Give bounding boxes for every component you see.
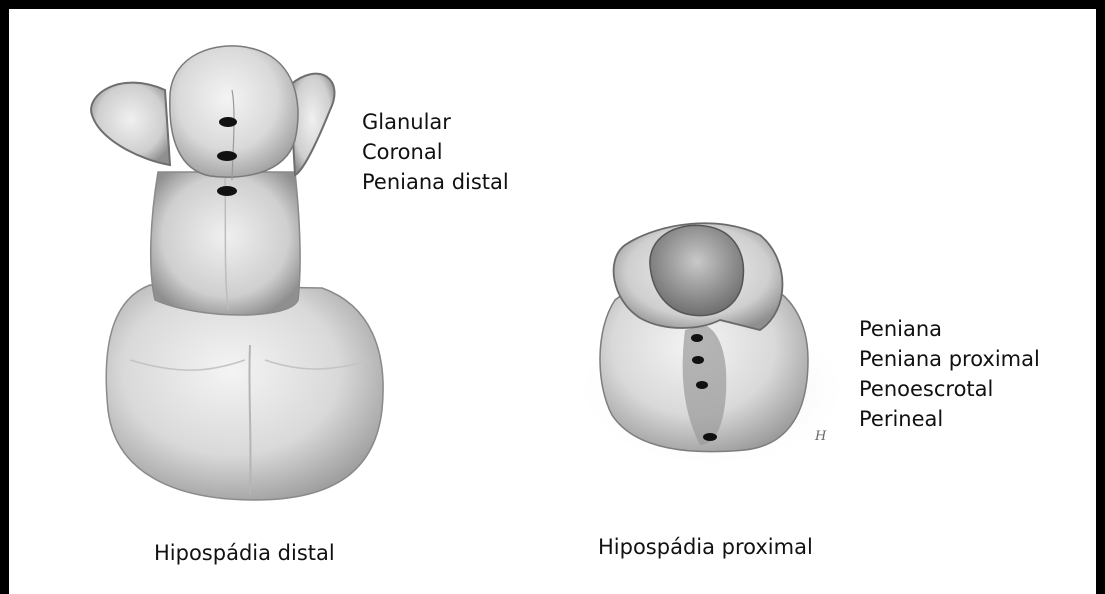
- label-peniana-distal: Peniana distal: [362, 167, 509, 197]
- marker-peniana-proximal: [692, 356, 704, 364]
- label-coronal: Coronal: [362, 137, 509, 167]
- distal-drawing: [91, 46, 383, 500]
- marker-glanular: [219, 117, 237, 127]
- caption-distal: Hipospádia distal: [154, 541, 335, 565]
- marker-penoescrotal: [696, 381, 708, 389]
- label-perineal: Perineal: [859, 404, 1040, 434]
- label-peniana: Peniana: [859, 314, 1040, 344]
- marker-perineal: [703, 433, 717, 441]
- label-peniana-proximal: Peniana proximal: [859, 344, 1040, 374]
- caption-proximal: Hipospádia proximal: [598, 535, 813, 559]
- proximal-labels: Peniana Peniana proximal Penoescrotal Pe…: [859, 314, 1040, 434]
- label-penoescrotal: Penoescrotal: [859, 374, 1040, 404]
- label-glanular: Glanular: [362, 107, 509, 137]
- proximal-drawing: H: [572, 223, 852, 470]
- artist-signature: H: [814, 429, 827, 444]
- marker-peniana: [691, 334, 703, 342]
- distal-labels: Glanular Coronal Peniana distal: [362, 107, 509, 197]
- marker-coronal: [217, 151, 237, 161]
- marker-peniana-distal: [217, 186, 237, 196]
